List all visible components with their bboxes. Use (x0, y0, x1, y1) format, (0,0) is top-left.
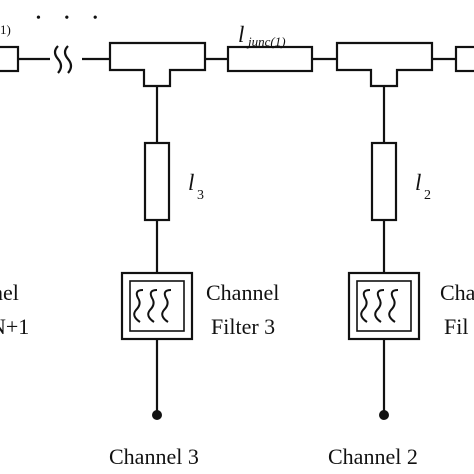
left-line-segment-box (0, 45, 20, 73)
port-label-channel-2: Channel 2 (328, 444, 418, 469)
branch-2 (347, 86, 421, 420)
filter-3-resonator-icon (133, 289, 172, 323)
svg-text:l: l (188, 170, 194, 195)
branch-line-label-3: l 3 (188, 170, 204, 203)
branch-3 (120, 86, 194, 420)
junction-line-label: l junc(1) (238, 22, 286, 49)
filter-2-resonator-icon (360, 289, 399, 323)
svg-text:Fil: Fil (444, 314, 468, 339)
svg-text:Cha: Cha (440, 280, 474, 305)
svg-text:N+1: N+1 (0, 314, 29, 339)
branch-line-box-3 (143, 141, 171, 222)
t-junction-2 (335, 41, 434, 88)
right-line-segment-box (454, 45, 474, 73)
port-3-terminal (152, 410, 162, 420)
svg-text:2: 2 (424, 188, 431, 203)
junction-line-box (226, 45, 314, 73)
svg-text:Filter 3: Filter 3 (211, 314, 275, 339)
filter-2-label-cut: Cha Fil (440, 280, 474, 339)
branch-line-label-2: l 2 (415, 170, 431, 203)
branch-line-box-2 (370, 141, 398, 222)
ellipsis: • • • (36, 11, 108, 26)
filter-3-label: Channel Filter 3 (206, 280, 279, 339)
svg-text:l: l (415, 170, 421, 195)
port-2-terminal (379, 410, 389, 420)
t-junction-3 (108, 41, 207, 88)
left-subscript-fragment: 1) (0, 22, 11, 37)
svg-text:nel: nel (0, 280, 19, 305)
svg-text:junc(1): junc(1) (246, 34, 286, 49)
svg-text:3: 3 (197, 188, 204, 203)
port-label-channel-3: Channel 3 (109, 444, 199, 469)
line-break-symbol (53, 45, 73, 74)
svg-text:l: l (238, 22, 244, 47)
svg-text:Channel: Channel (206, 280, 279, 305)
filter-n1-label-cut: nel N+1 (0, 280, 29, 339)
